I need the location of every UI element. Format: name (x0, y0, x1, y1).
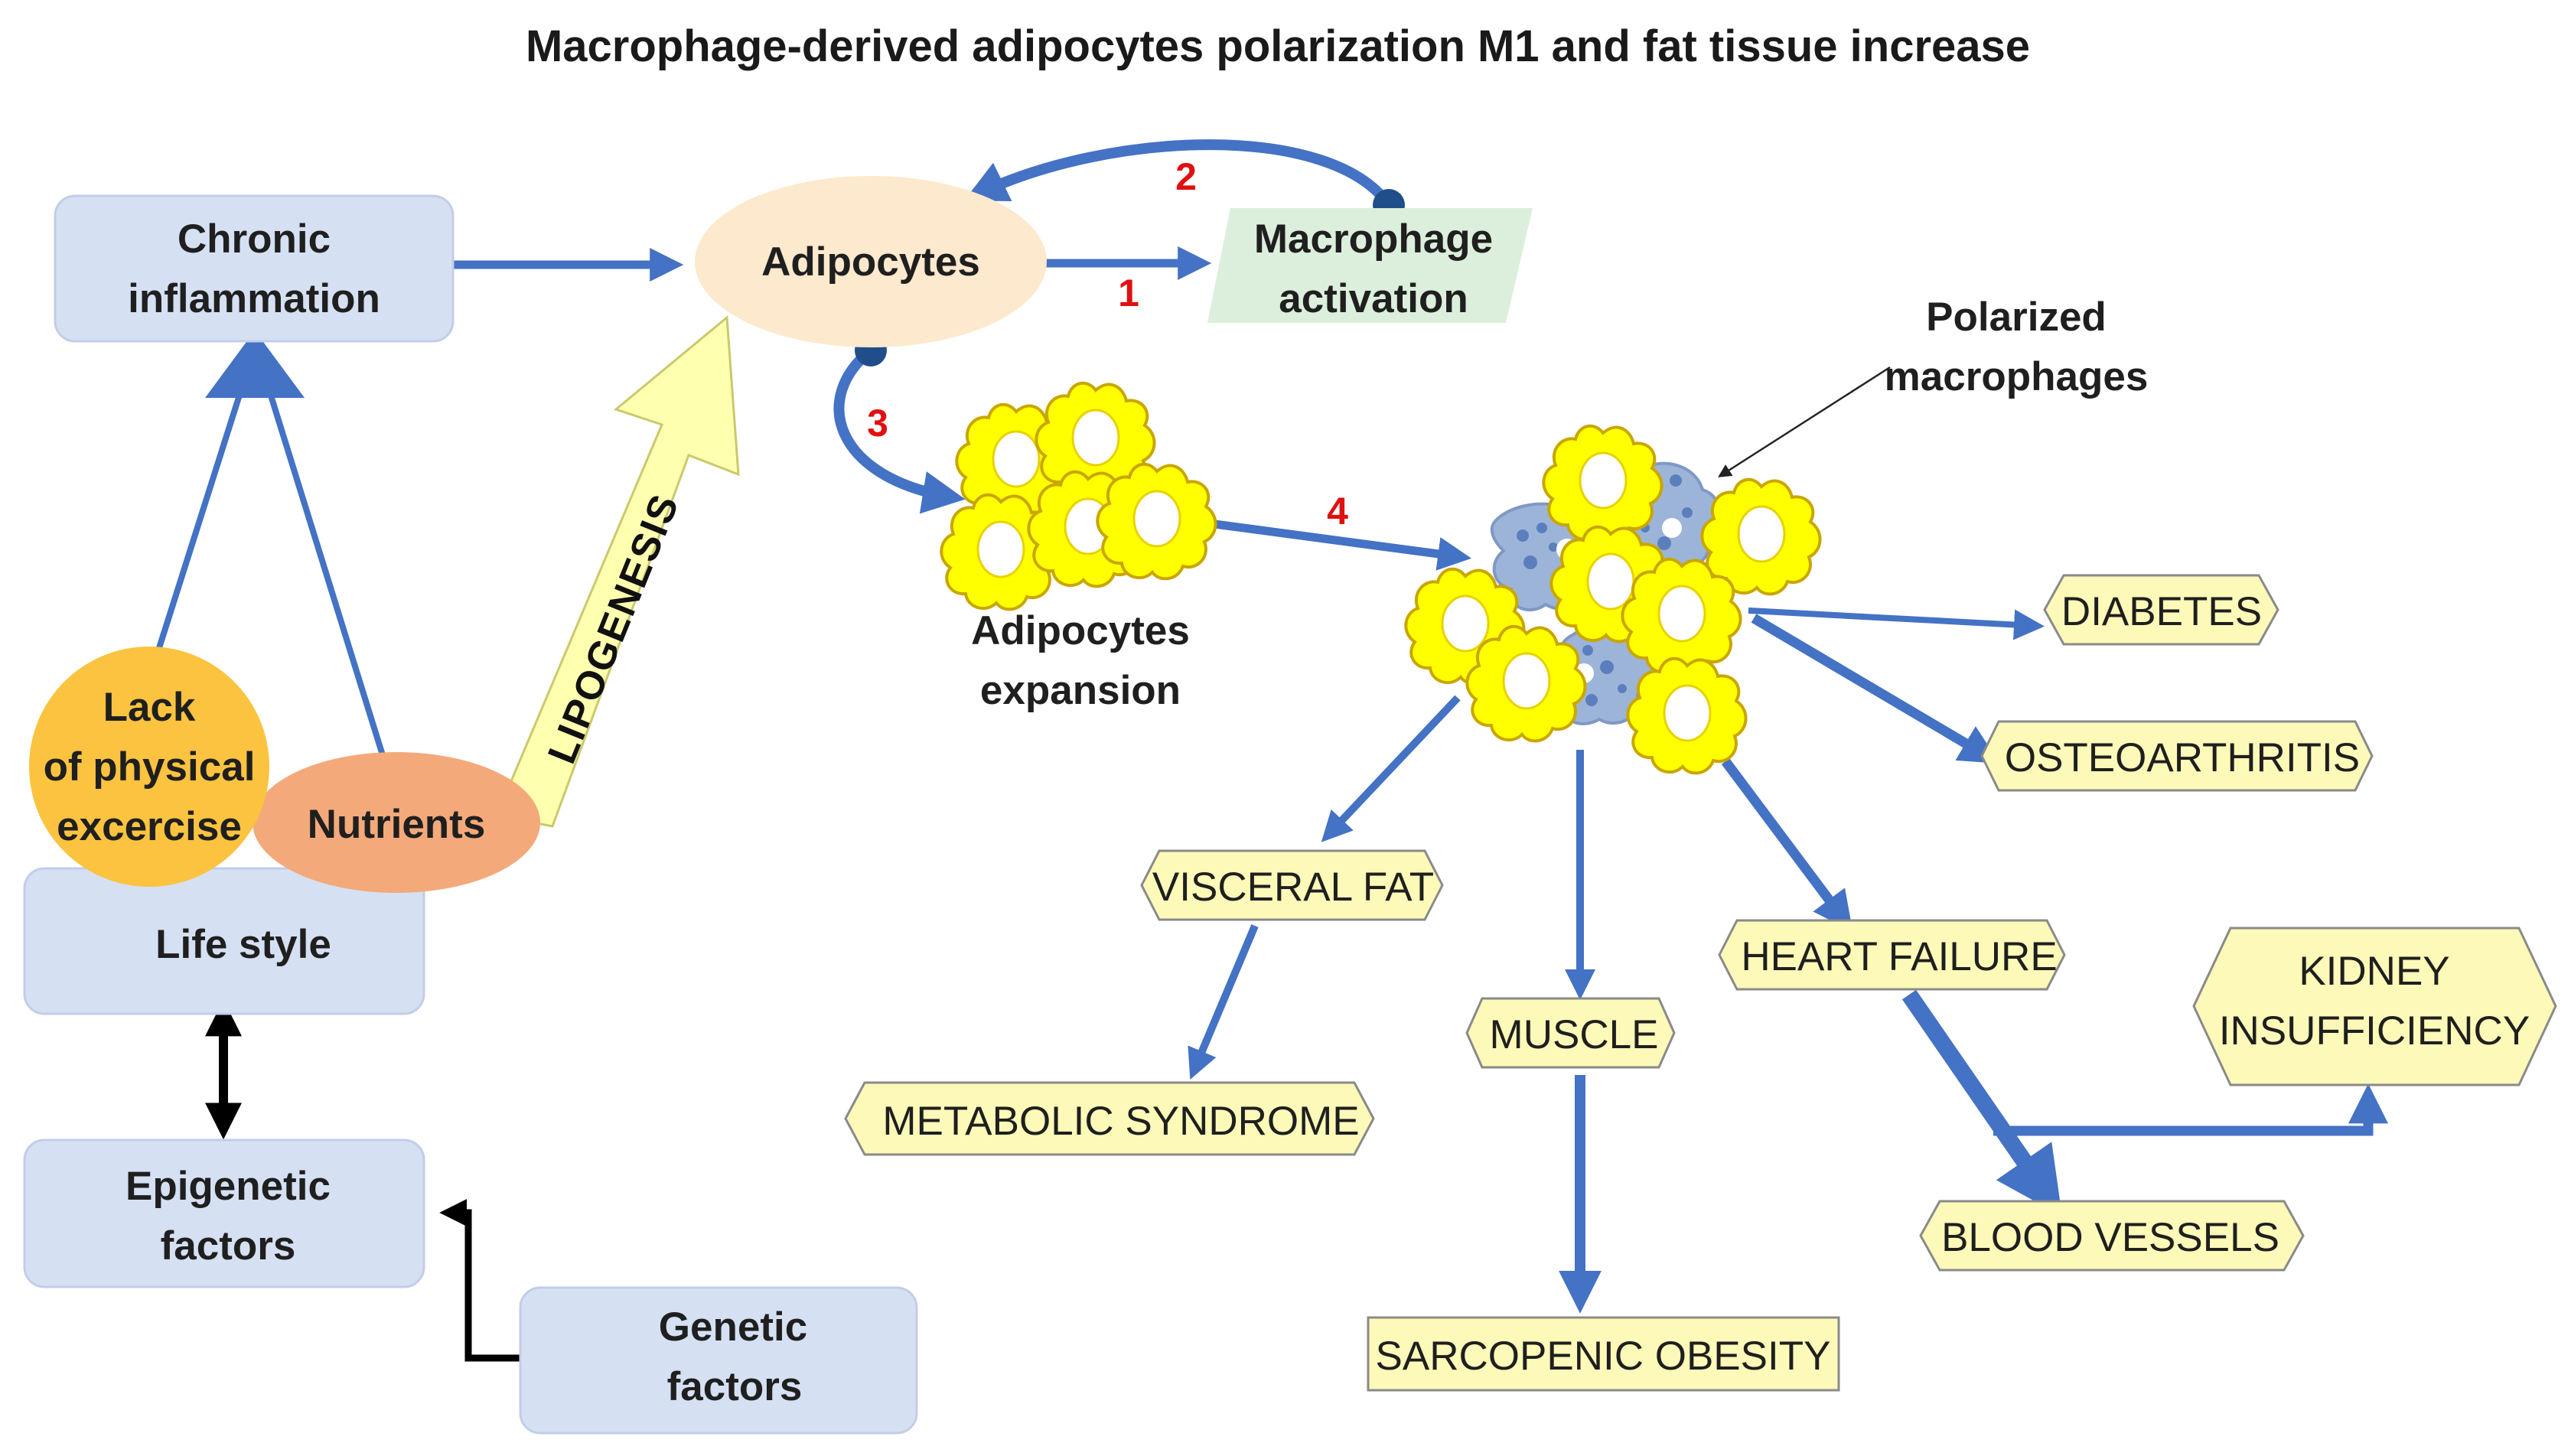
outcome-blood-vessels: BLOOD VESSELS (1919, 1200, 2305, 1272)
outcome-kidney-line1: KIDNEY (2299, 949, 2449, 994)
outcome-kidney-line2: INSUFFICIENCY (2219, 1008, 2530, 1054)
lack-of-exercise-line1: Lack (103, 685, 196, 730)
nutrients-label: Nutrients (308, 802, 486, 847)
step-number-3: 3 (867, 402, 888, 445)
outcome-muscle-label: MUSCLE (1490, 1012, 1659, 1057)
outcome-osteoarthritis: OSTEOARTHRITIS (1980, 720, 2374, 792)
life-style-label: Life style (155, 922, 331, 967)
line-exercise-to-inflammation (150, 372, 249, 669)
step-number-1: 1 (1118, 272, 1139, 314)
nutrients-node: Nutrients (253, 752, 540, 893)
outcome-visceral-fat-label: VISCERAL FAT (1152, 865, 1434, 910)
adipocyte-cell (1096, 462, 1217, 581)
polarized-macrophages-line2: macrophages (1885, 354, 2149, 399)
outcome-blood-vessels-label: BLOOD VESSELS (1941, 1215, 2279, 1260)
arrow-heart-to-blood-vessels (1901, 989, 2062, 1217)
macrophage-activation-line2: activation (1279, 276, 1468, 321)
outcome-kidney-insufficiency: KIDNEY INSUFFICIENCY (2192, 927, 2557, 1086)
epigenetic-factors-line1: Epigenetic (125, 1164, 331, 1209)
arrow-to-heart-failure (1721, 758, 1853, 932)
outcome-heart-failure-label: HEART FAILURE (1741, 934, 2057, 979)
outcome-sarcopenic-obesity: SARCOPENIC OBESITY (1367, 1316, 1840, 1392)
adipocytes-expansion-line2: expansion (980, 668, 1181, 713)
macrophage-activation-node: Macrophage activation (1207, 208, 1533, 323)
triangle-arrowhead (205, 331, 305, 398)
epigenetic-factors-node: Epigenetic factors (23, 1138, 425, 1288)
arrow-to-visceral-fat (1321, 695, 1461, 842)
step-number-2: 2 (1175, 155, 1197, 198)
polarized-cluster (1404, 424, 1822, 775)
chronic-inflammation-node: Chronic inflammation (54, 194, 455, 343)
genetic-factors-node: Genetic factors (519, 1286, 918, 1435)
arrow-visceral-to-metabolic (1188, 924, 1259, 1080)
outcome-sarcopenic-obesity-label: SARCOPENIC OBESITY (1376, 1334, 1831, 1379)
arrow-macrophage-feedback (963, 139, 1393, 209)
arrow-to-diabetes (1748, 607, 2045, 640)
chronic-inflammation-line2: inflammation (128, 276, 380, 321)
outcome-visceral-fat: VISCERAL FAT (1140, 849, 1444, 921)
life-style-node: Life style (23, 867, 425, 1015)
arrow-adipocytes-to-expansion (833, 346, 966, 514)
macrophage-activation-line1: Macrophage (1254, 217, 1493, 262)
adipocytes-expansion-cluster (940, 381, 1217, 611)
genetic-factors-line2: factors (667, 1364, 803, 1409)
adipocyte-cell (1542, 424, 1663, 542)
step-number-4: 4 (1327, 490, 1348, 533)
lipogenesis-label: LIPOGENESIS (539, 487, 688, 770)
lack-of-exercise-line2: of physical (44, 744, 256, 790)
adipocyte-cell (1626, 656, 1748, 775)
arrow-to-kidney (1993, 1083, 2388, 1136)
epigenetic-factors-line2: factors (161, 1223, 296, 1269)
outcome-metabolic-syndrome: METABOLIC SYNDROME (844, 1081, 1375, 1156)
arrow-expansion-to-cluster (1197, 517, 1472, 571)
adipocytes-label: Adipocytes (761, 239, 980, 285)
lack-of-exercise-node: Lack of physical excercise (29, 647, 269, 887)
outcome-diabetes: DIABETES (2043, 574, 2279, 646)
adipocyte-cell (1465, 624, 1587, 743)
genetic-factors-line1: Genetic (659, 1305, 807, 1350)
adipocytes-expansion-line1: Adipocytes (971, 608, 1190, 653)
polarized-macrophages-line1: Polarized (1926, 295, 2107, 340)
diagram-title: Macrophage-derived adipocytes polarizati… (526, 21, 2030, 71)
outcome-osteoarthritis-label: OSTEOARTHRITIS (2005, 735, 2360, 780)
arrow-genetic-to-epigenetic (439, 1199, 520, 1362)
line-nutrients-to-inflammation (261, 372, 389, 769)
lipogenesis-arrow (435, 314, 740, 828)
chronic-inflammation-line1: Chronic (178, 217, 331, 262)
adipocytes-node: Adipocytes (695, 176, 1047, 347)
adipocyte-cell (1621, 557, 1742, 676)
outcome-muscle: MUSCLE (1465, 997, 1676, 1069)
outcome-diabetes-label: DIABETES (2061, 589, 2262, 634)
pointer-polarized-macrophages (1718, 366, 1891, 477)
lack-of-exercise-line3: excercise (57, 804, 242, 849)
arrow-to-osteoarthritis (1751, 614, 2000, 764)
outcome-metabolic-syndrome-label: METABOLIC SYNDROME (882, 1099, 1359, 1144)
outcome-heart-failure: HEART FAILURE (1718, 919, 2066, 991)
